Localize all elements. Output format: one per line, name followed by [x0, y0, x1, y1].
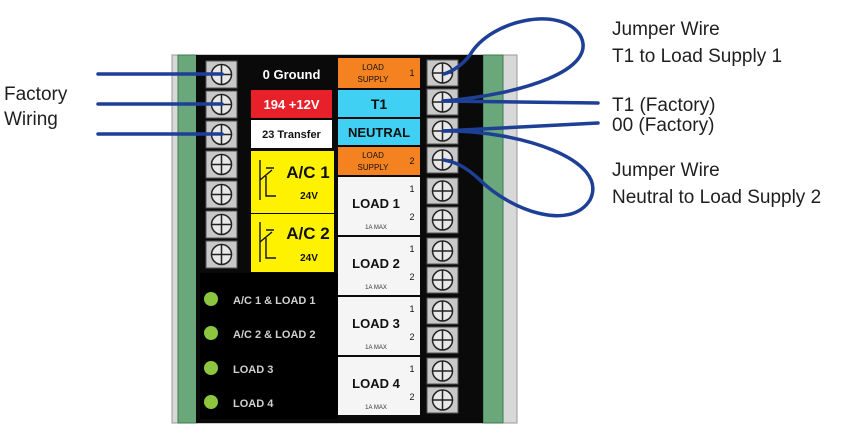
led-indicator-panel: A/C 1 & LOAD 1 A/C 2 & LOAD 2 LOAD 3 LOA… — [204, 292, 316, 410]
load-1-term-2: 2 — [409, 212, 414, 222]
relay-contact-icon — [259, 160, 276, 200]
load-supply-2-num: 2 — [409, 156, 414, 166]
screw-terminal-icon[interactable] — [205, 210, 238, 239]
load-supply-1-num: 1 — [409, 68, 414, 78]
relay-ac1-label: A/C 1 — [286, 163, 329, 182]
led-icon — [204, 292, 218, 306]
load-4-label: LOAD 4 — [352, 376, 400, 391]
jumper-wire-t1 — [441, 17, 585, 103]
load-3-label: LOAD 3 — [352, 316, 400, 331]
screw-terminal-icon[interactable] — [426, 266, 459, 294]
load-1-label: LOAD 1 — [352, 196, 400, 211]
screw-terminal-icon[interactable] — [426, 326, 459, 354]
screw-terminal-icon[interactable] — [426, 59, 459, 87]
jumper-t1-label-1: Jumper Wire — [612, 19, 720, 40]
load-2-term-2: 2 — [409, 272, 414, 282]
jumper-t1-label-2: T1 to Load Supply 1 — [612, 46, 782, 67]
factory-wiring-label-1: Factory — [4, 84, 68, 105]
label-0-ground: 0 Ground — [263, 67, 321, 82]
t1-factory-label: T1 (Factory) — [612, 95, 715, 116]
led-label-2: A/C 2 & LOAD 2 — [233, 329, 316, 341]
screw-terminal-icon[interactable] — [205, 180, 238, 209]
external-labels: Factory Wiring Jumper Wire T1 to Load Su… — [4, 19, 821, 208]
relay-ac2: A/C 2 24V — [251, 214, 334, 272]
load-4-rating: 1A MAX — [365, 405, 387, 411]
screw-terminal-icon[interactable] — [426, 177, 459, 205]
left-label-column: 0 Ground 194 +12V 23 Transfer A/C 1 24V … — [251, 60, 334, 272]
load-block-4: LOAD 4 1A MAX 1 2 — [338, 357, 420, 415]
right-terminal-strip — [426, 59, 459, 414]
label-t1: T1 — [371, 96, 388, 112]
load-block-2: LOAD 2 1A MAX 1 2 — [338, 237, 420, 295]
led-icon — [204, 361, 218, 375]
t1-factory-wire — [441, 99, 600, 105]
load-1-term-1: 1 — [409, 184, 414, 194]
screw-terminal-icon[interactable] — [426, 297, 459, 325]
load-supply-2-line2: SUPPLY — [358, 163, 390, 172]
left-terminal-strip — [205, 60, 238, 269]
jumper-neutral-label-1: Jumper Wire — [612, 160, 720, 181]
led-label-4: LOAD 4 — [233, 398, 274, 410]
wires — [96, 17, 600, 218]
screw-terminal-icon[interactable] — [205, 60, 238, 89]
right-label-column: LOAD SUPPLY 1 T1 NEUTRAL LOAD SUPPLY 2 L… — [338, 58, 420, 415]
screw-terminal-icon[interactable] — [426, 206, 459, 234]
label-neutral: NEUTRAL — [348, 125, 410, 140]
load-4-term-1: 1 — [409, 364, 414, 374]
load-3-term-2: 2 — [409, 332, 414, 342]
screw-terminal-icon[interactable] — [426, 357, 459, 385]
load-3-term-1: 1 — [409, 304, 414, 314]
jumper-wire-neutral — [441, 129, 595, 218]
screw-terminal-icon[interactable] — [205, 150, 238, 179]
relay-ac1-voltage: 24V — [300, 191, 318, 202]
led-icon — [204, 395, 218, 409]
load-1-rating: 1A MAX — [365, 225, 387, 231]
screw-terminal-icon[interactable] — [426, 386, 459, 414]
screw-terminal-icon[interactable] — [426, 237, 459, 265]
relay-ac2-label: A/C 2 — [286, 224, 329, 243]
load-supply-2-line1: LOAD — [362, 151, 384, 160]
load-supply-1-line1: LOAD — [362, 63, 384, 72]
label-194-12v: 194 +12V — [263, 97, 319, 112]
led-icon — [204, 326, 218, 340]
load-block-1: LOAD 1 1A MAX 1 2 — [338, 177, 420, 235]
led-label-3: LOAD 3 — [233, 364, 273, 376]
load-4-term-2: 2 — [409, 392, 414, 402]
load-block-3: LOAD 3 1A MAX 1 2 — [338, 297, 420, 355]
load-2-term-1: 1 — [409, 244, 414, 254]
load-2-rating: 1A MAX — [365, 285, 387, 291]
load-supply-1-line2: SUPPLY — [358, 75, 390, 84]
load-2-label: LOAD 2 — [352, 256, 400, 271]
relay-contact-icon — [259, 222, 276, 262]
led-label-1: A/C 1 & LOAD 1 — [233, 295, 316, 307]
factory-wiring-label-2: Wiring — [4, 109, 58, 130]
screw-terminal-icon[interactable] — [205, 240, 238, 269]
relay-ac2-voltage: 24V — [300, 253, 318, 264]
label-23-transfer: 23 Transfer — [262, 129, 321, 141]
zero-factory-label: 00 (Factory) — [612, 115, 714, 136]
load-3-rating: 1A MAX — [365, 345, 387, 351]
zero-factory-wire — [441, 121, 600, 133]
relay-ac1: A/C 1 24V — [251, 151, 334, 213]
jumper-neutral-label-2: Neutral to Load Supply 2 — [612, 187, 821, 208]
